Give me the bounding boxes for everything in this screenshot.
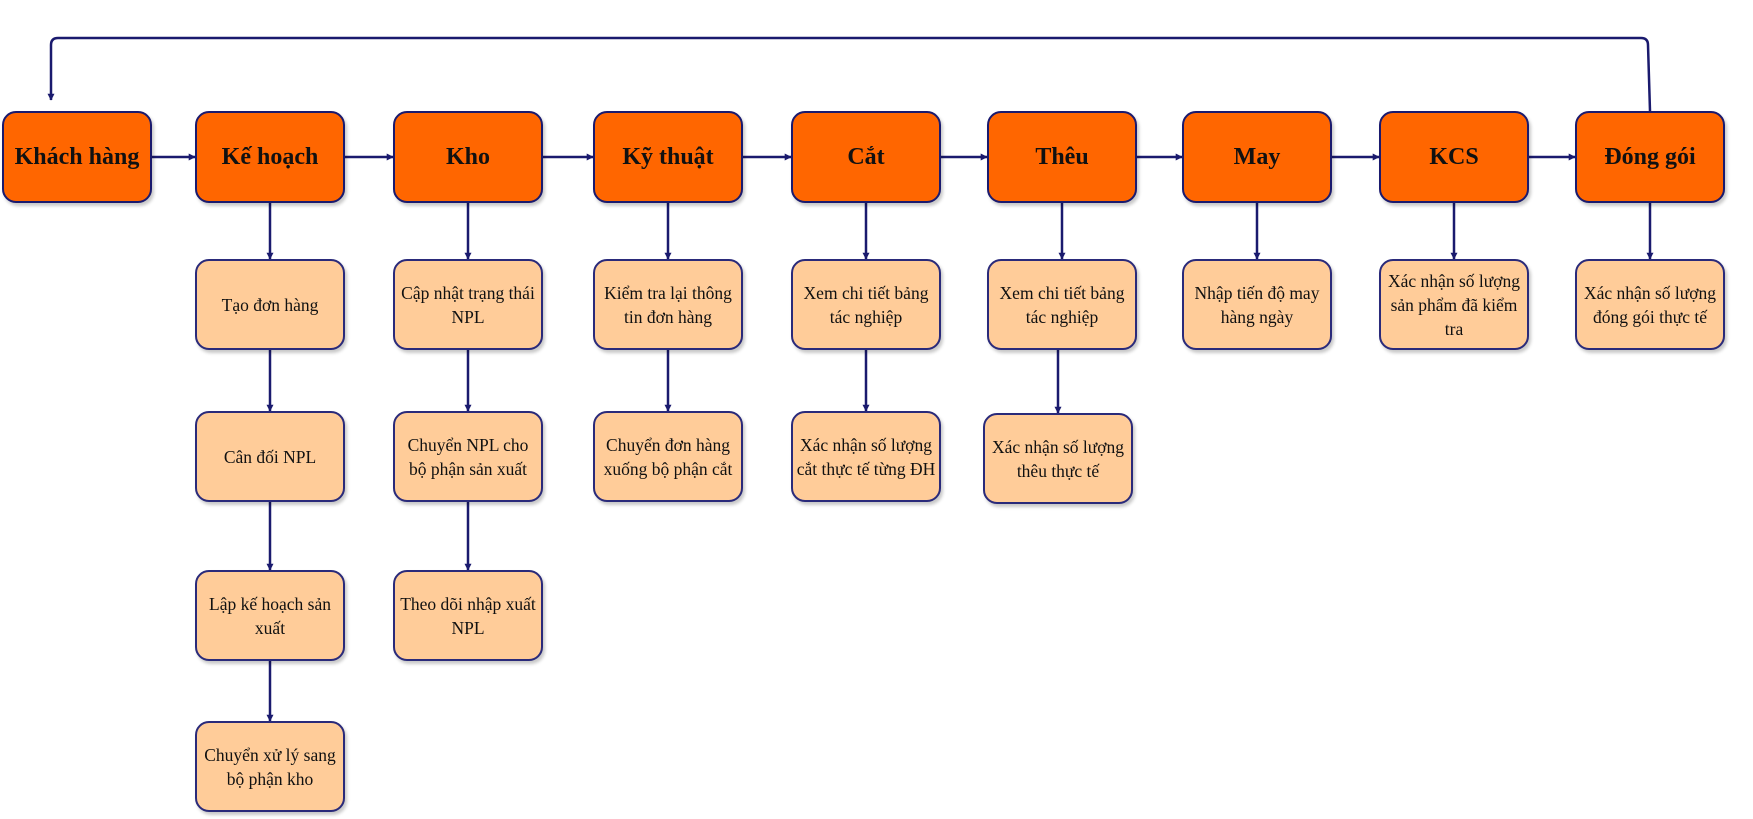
department-theu[interactable]: Thêu: [987, 111, 1137, 203]
task-cat-xem-chi-tiet[interactable]: Xem chi tiết bảng tác nghiệp: [791, 259, 941, 350]
department-kho[interactable]: Kho: [393, 111, 543, 203]
department-khach-hang[interactable]: Khách hàng: [2, 111, 152, 203]
task-ke-hoach-tao-don-hang[interactable]: Tạo đơn hàng: [195, 259, 345, 350]
department-may[interactable]: May: [1182, 111, 1332, 203]
task-dong-goi-xac-nhan[interactable]: Xác nhận số lượng đóng gói thực tế: [1575, 259, 1725, 350]
task-may-nhap-tien-do[interactable]: Nhập tiến độ may hàng ngày: [1182, 259, 1332, 350]
task-theu-xem-chi-tiet[interactable]: Xem chi tiết bảng tác nghiệp: [987, 259, 1137, 350]
task-ky-thuat-kiem-tra[interactable]: Kiểm tra lại thông tin đơn hàng: [593, 259, 743, 350]
task-ky-thuat-chuyen-don-hang[interactable]: Chuyển đơn hàng xuống bộ phận cắt: [593, 411, 743, 502]
task-kho-theo-doi-nhap-xuat[interactable]: Theo dõi nhập xuất NPL: [393, 570, 543, 661]
task-ke-hoach-can-doi-npl[interactable]: Cân đối NPL: [195, 411, 345, 502]
department-ke-hoach[interactable]: Kế hoạch: [195, 111, 345, 203]
task-kcs-xac-nhan-so-luong[interactable]: Xác nhận số lượng sản phẩm đã kiểm tra: [1379, 259, 1529, 350]
task-theu-xac-nhan-so-luong[interactable]: Xác nhận số lượng thêu thực tế: [983, 413, 1133, 504]
task-kho-chuyen-npl[interactable]: Chuyển NPL cho bộ phận sản xuất: [393, 411, 543, 502]
department-ky-thuat[interactable]: Kỹ thuật: [593, 111, 743, 203]
feedback-loop-arrow: [47, 36, 1652, 112]
task-cat-xac-nhan-so-luong[interactable]: Xác nhận số lượng cắt thực tế từng ĐH: [791, 411, 941, 502]
department-cat[interactable]: Cắt: [791, 111, 941, 203]
department-kcs[interactable]: KCS: [1379, 111, 1529, 203]
task-ke-hoach-chuyen-xu-ly[interactable]: Chuyển xử lý sang bộ phận kho: [195, 721, 345, 812]
task-ke-hoach-lap-ke-hoach[interactable]: Lập kế hoạch sản xuất: [195, 570, 345, 661]
task-kho-cap-nhat-trang-thai[interactable]: Cập nhật trạng thái NPL: [393, 259, 543, 350]
department-dong-goi[interactable]: Đóng gói: [1575, 111, 1725, 203]
